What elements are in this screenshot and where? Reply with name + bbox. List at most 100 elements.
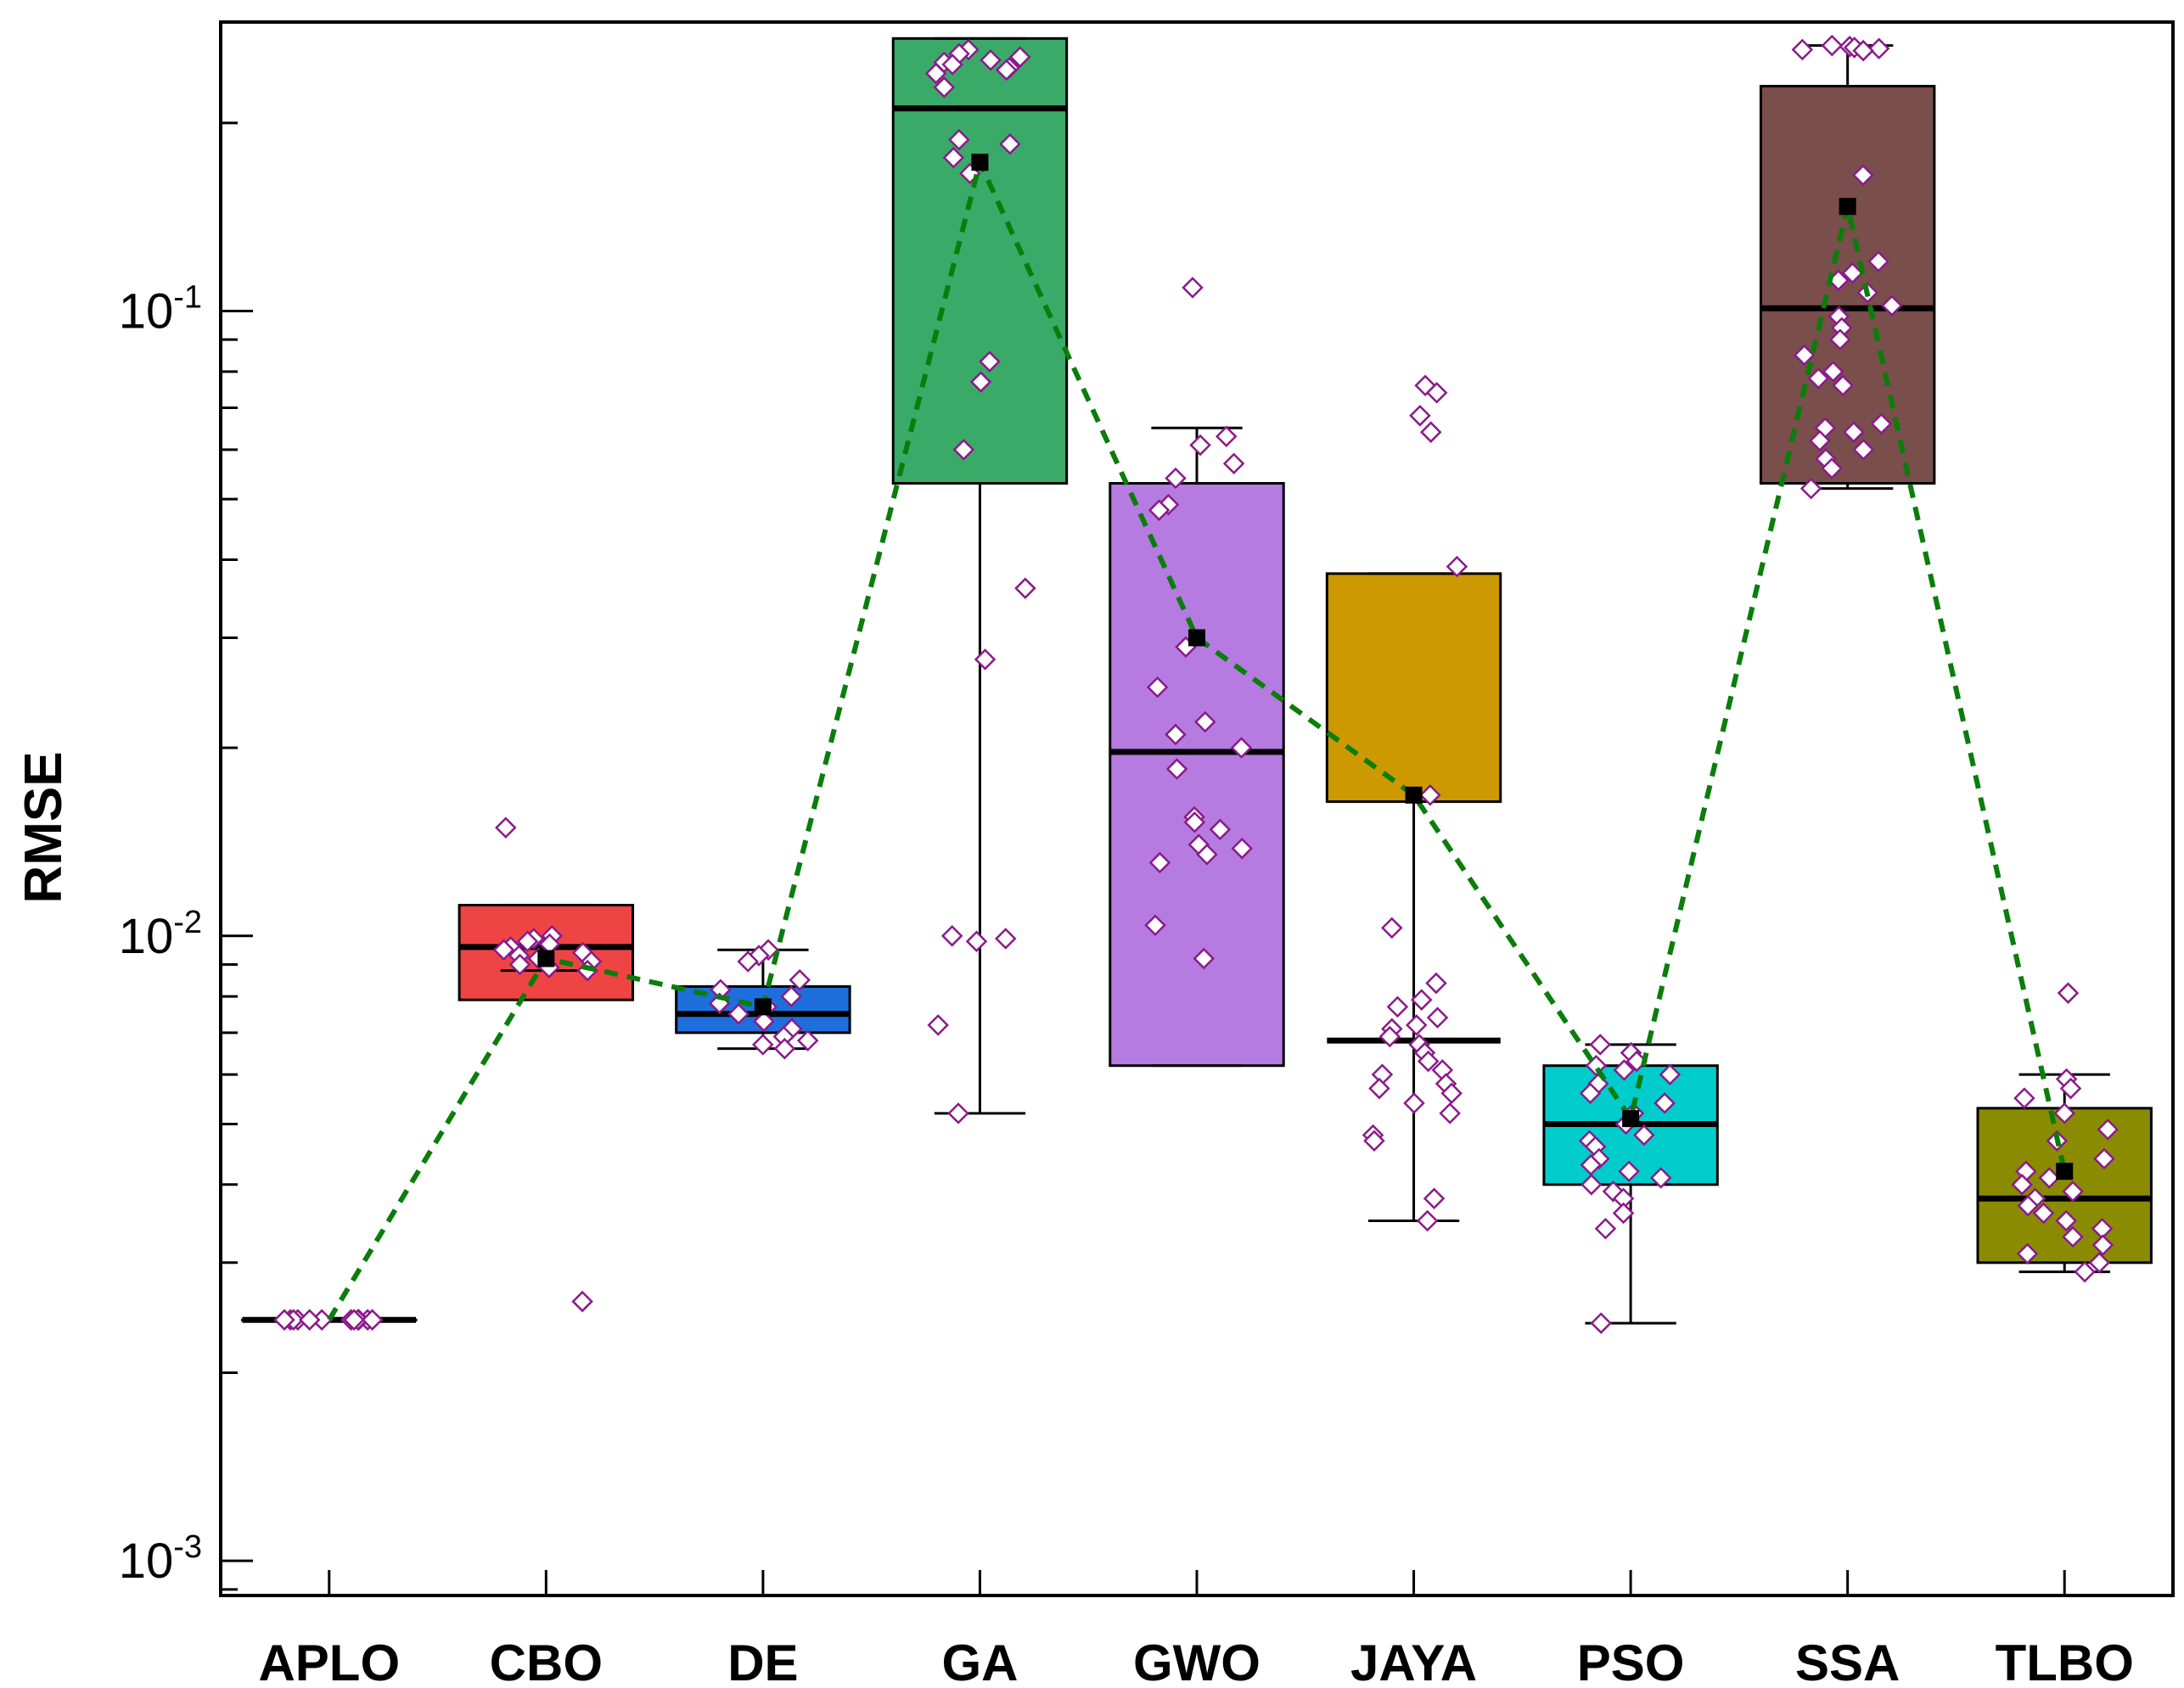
mean-marker-tlbo [2056,1163,2074,1180]
data-point-de [773,1037,796,1060]
data-point-cbo [492,939,515,961]
data-point-ga [1014,577,1036,599]
data-point-tlbo [2059,1077,2082,1100]
data-point-pso [1590,1312,1612,1334]
data-point-jaya [1425,381,1448,404]
mean-marker-pso [1622,1110,1640,1128]
data-point-pso [1649,1167,1672,1189]
data-point-ga [947,1102,969,1124]
data-point-ga [924,62,947,85]
data-point-pso [1602,1180,1625,1203]
data-point-pso [1594,1218,1617,1240]
box-ga [891,36,1069,485]
data-point-ssa [1867,250,1889,272]
data-point-gwo [1230,737,1253,759]
x-tick-label-de: DE [727,1635,798,1688]
data-point-ssa [1821,34,1844,57]
data-point-jaya [1439,1102,1461,1124]
data-point-tlbo [2057,982,2080,1004]
data-point-tlbo [2053,1102,2075,1124]
x-tick-label-ga: GA [941,1635,1018,1688]
data-point-ssa [1799,477,1822,500]
data-point-tlbo [2013,1087,2035,1109]
boxes-layer [241,36,2153,1325]
data-point-pso [1659,1063,1682,1085]
data-point-gwo [1148,851,1171,874]
data-point-ga [952,439,975,461]
box-gwo [1109,481,1285,1068]
mean-marker-gwo [1188,629,1205,647]
x-tick-label-gwo: GWO [1133,1635,1260,1688]
data-point-tlbo [2055,1209,2077,1232]
x-tick-label-cbo: CBO [490,1635,603,1688]
data-point-tlbo [2017,1194,2039,1217]
data-point-ga [969,371,992,393]
data-point-cbo [508,953,531,976]
y-axis-title: RMSE [14,751,73,903]
data-point-jaya [1409,405,1431,427]
data-point-de [780,985,802,1007]
data-point-gwo [1231,838,1254,860]
data-point-ga [994,928,1017,950]
data-point-ssa [1843,421,1865,443]
data-point-aplo [343,1309,365,1331]
data-point-jaya [1410,989,1433,1011]
data-point-aplo [298,1309,321,1331]
x-tick-label-ssa: SSA [1795,1635,1900,1688]
axes-layer [219,20,2175,1597]
data-point-gwo [1194,710,1216,733]
data-point-gwo [1193,947,1216,970]
data-point-ga [942,146,965,169]
data-point-gwo [1144,914,1166,937]
data-point-tlbo [2032,1202,2055,1225]
data-point-gwo [1215,425,1238,447]
data-point-pso [1589,1034,1611,1056]
data-point-jaya [1417,1050,1440,1073]
data-point-gwo [1146,676,1169,698]
data-point-gwo [1182,277,1204,299]
data-point-aplo [361,1309,384,1331]
data-point-de [753,1010,775,1033]
data-point-cbo [516,930,539,953]
data-point-jaya [1425,972,1447,995]
data-point-gwo [1196,844,1218,866]
data-point-ga [965,930,988,953]
data-point-gwo [1209,818,1232,841]
data-point-ssa [1870,412,1893,435]
data-point-jaya [1363,1130,1385,1152]
data-point-gwo [1165,467,1187,490]
data-point-ga [933,76,956,98]
data-point-gwo [1148,499,1171,521]
data-point-de [796,1029,819,1051]
x-tick-label-tlbo: TLBO [1996,1635,2134,1688]
data-point-jaya [1419,421,1442,443]
data-point-ssa [1822,361,1844,383]
data-point-pso [1613,1059,1636,1081]
mean-marker-jaya [1405,786,1423,804]
data-point-ssa [1832,374,1854,397]
data-point-gwo [1165,723,1187,746]
data-point-tlbo [2091,1234,2114,1256]
x-tick-label-pso: PSO [1577,1635,1685,1688]
data-point-pso [1580,1174,1603,1196]
box-jaya [1325,572,1502,804]
data-point-ga [999,132,1021,155]
y-tick-label: 10-3 [119,1529,202,1589]
data-point-jaya [1423,1187,1446,1209]
data-point-ssa [1807,367,1830,390]
data-point-de [727,1003,750,1025]
data-point-ssa [1791,38,1814,61]
data-point-cbo [495,816,517,839]
data-point-ssa [1841,262,1864,284]
data-point-jaya [1378,1025,1401,1048]
data-point-tlbo [2038,1167,2061,1189]
x-tick-label-aplo: APLO [258,1635,400,1688]
data-point-pso [1633,1124,1655,1147]
data-point-ssa [1829,328,1851,350]
data-point-tlbo [2074,1260,2096,1283]
data-point-cbo [571,1290,593,1313]
data-point-gwo [1189,434,1211,457]
mean-marker-ssa [1839,198,1856,216]
mean-layer [327,154,2074,1321]
